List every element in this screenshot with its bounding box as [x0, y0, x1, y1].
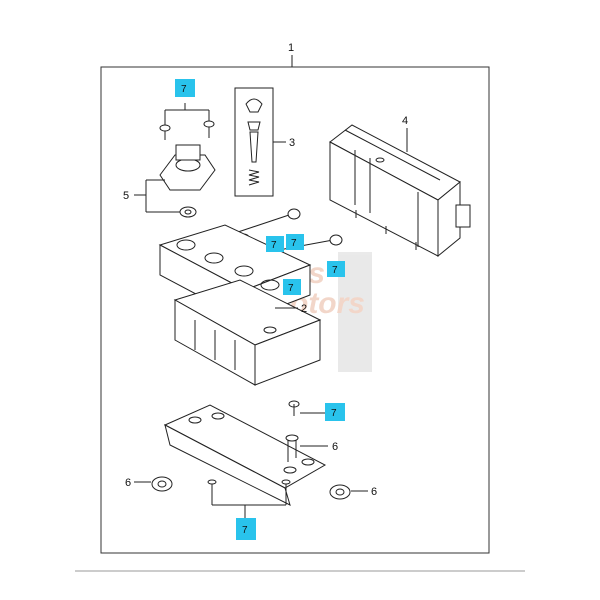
diagram-frame	[100, 66, 490, 554]
tag-7-middle-a: 7	[266, 236, 284, 252]
hydraulic-block	[158, 224, 322, 386]
tag-7-middle-c: 7	[283, 279, 301, 295]
callout-3: 3	[289, 137, 295, 149]
svg-text:7: 7	[181, 84, 187, 95]
tag-7-middle-b: 7	[286, 234, 304, 250]
svg-text:7: 7	[331, 408, 337, 419]
solenoid-parts	[234, 87, 274, 197]
callout-2: 2	[301, 303, 307, 315]
lower-bracket	[163, 404, 327, 506]
tag-7-top-left: 7	[175, 79, 195, 97]
grommets	[151, 476, 351, 500]
callout-6-center: 6	[332, 441, 338, 453]
callout-4: 4	[402, 115, 408, 127]
bottom-bolts	[207, 400, 300, 500]
tag-leaders	[164, 103, 333, 519]
callout-6-left: 6	[125, 477, 131, 489]
assembly-number-label: 1	[288, 42, 294, 54]
ecu-module	[329, 124, 471, 258]
svg-text:7: 7	[332, 265, 338, 276]
tag-7-center-right: 7	[325, 403, 345, 421]
svg-text:7: 7	[288, 283, 294, 294]
sensor-bracket	[159, 120, 216, 218]
svg-text:7: 7	[242, 525, 248, 536]
tag-7-right: 7	[327, 261, 345, 277]
svg-text:7: 7	[291, 238, 297, 249]
svg-text:7: 7	[271, 240, 277, 251]
callout-6-right: 6	[371, 486, 377, 498]
tag-7-bottom: 7	[236, 518, 256, 540]
callout-5: 5	[123, 190, 129, 202]
